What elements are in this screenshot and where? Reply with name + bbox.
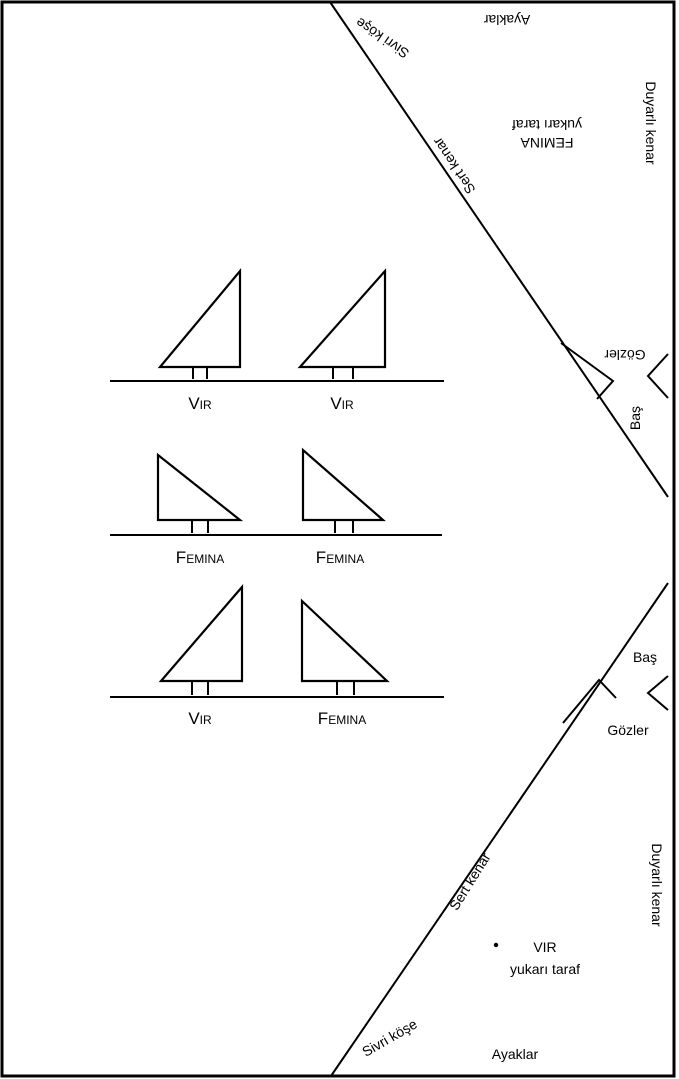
vir-hard-edge-label: Sert kenar — [446, 849, 494, 913]
label-initial: V — [188, 709, 200, 728]
triangle-vir: VIR — [158, 584, 244, 728]
label-rest: IR — [200, 398, 212, 412]
femina-sensitive-edge-label: Duyarlı kenar — [643, 81, 659, 165]
triangle-femina: FEMINA — [300, 598, 390, 728]
label-initial: F — [318, 709, 328, 728]
label-initial: F — [176, 548, 186, 567]
vir-triangle — [157, 267, 242, 369]
femina-hard-edge-label: Sert kenar — [429, 134, 479, 197]
triangle-label-femina: FEMINA — [176, 548, 224, 567]
femina-set-square: Ayaklar Sivri köşe Sert kenar Duyarlı ke… — [329, 1, 669, 498]
vir-feet-label: Ayaklar — [492, 1046, 539, 1062]
femina-feet-label: Ayaklar — [483, 12, 530, 28]
femina-sharp-corner-label: Sivri köşe — [352, 14, 411, 61]
triangle-label-vir: VIR — [188, 709, 212, 728]
vir-triangle — [297, 268, 387, 369]
triangle-femina: FEMINA — [156, 452, 244, 567]
label-rest: IR — [342, 398, 354, 412]
triangle-label-vir: VIR — [330, 394, 354, 413]
vir-triangle — [158, 584, 244, 683]
vir-eyes-label: Gözler — [607, 722, 649, 738]
vir-eye-notch-left — [562, 678, 617, 724]
triangle-vir: VIR — [297, 268, 387, 413]
orientation-row-3: VIR FEMINA — [110, 584, 444, 728]
femina-up-side-label: yukarı taraf — [512, 117, 582, 133]
femina-eye-notch-left — [560, 342, 615, 400]
triangle-label-vir: VIR — [188, 394, 212, 413]
vir-dot — [493, 942, 499, 948]
vir-hard-edge — [330, 582, 669, 1077]
vir-sensitive-edge-label: Duyarlı kenar — [649, 843, 665, 927]
label-initial: V — [330, 394, 342, 413]
triangle-label-femina: FEMINA — [316, 548, 364, 567]
vir-set-square: Baş Gözler Sert kenar Duyarlı kenar VIR … — [330, 582, 669, 1077]
triangle-femina: FEMINA — [301, 447, 386, 567]
label-rest: EMINA — [186, 552, 224, 566]
femina-triangle — [156, 452, 244, 522]
femina-eyes-label: Gözler — [604, 347, 646, 363]
triangle-label-femina: FEMINA — [318, 709, 366, 728]
label-rest: IR — [200, 713, 212, 727]
femina-name-label: FEMINA — [520, 135, 574, 151]
label-rest: EMINA — [328, 713, 366, 727]
femina-up-side-text: FEMINA yukarı taraf — [512, 117, 582, 151]
orientation-row-2: FEMINA FEMINA — [110, 447, 442, 567]
femina-triangle — [300, 598, 390, 683]
femina-head-label: Baş — [627, 406, 643, 430]
femina-eye-notch-right — [646, 353, 669, 399]
femina-hard-edge — [329, 1, 669, 498]
femina-triangle — [301, 447, 386, 522]
vir-eye-notch-right — [646, 675, 669, 711]
label-rest: EMINA — [326, 552, 364, 566]
label-initial: V — [188, 394, 200, 413]
vir-head-label: Baş — [633, 649, 657, 665]
orientation-row-1: VIR VIR — [110, 267, 444, 413]
vir-name-label: VIR — [533, 939, 556, 955]
vir-up-side-label: yukarı taraf — [510, 961, 580, 977]
label-initial: F — [316, 548, 326, 567]
triangle-vir: VIR — [157, 267, 242, 413]
orientation-grid: VIR VIR FEMINA FEMINA — [110, 267, 444, 728]
